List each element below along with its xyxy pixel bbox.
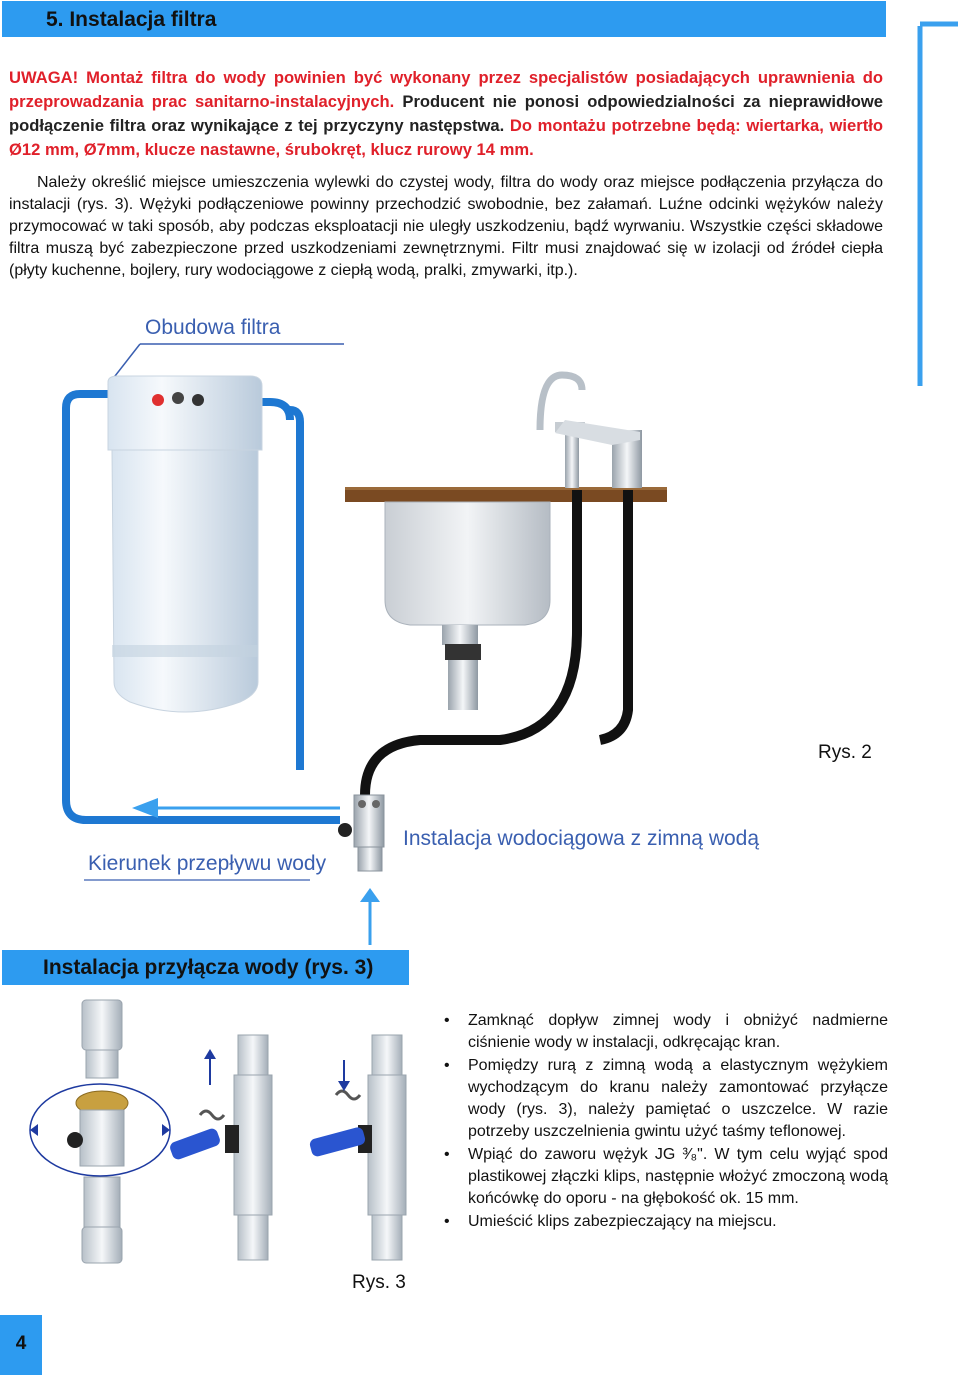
warning-black: Producent nie ponosi odpowiedzialności z… <box>9 92 883 135</box>
step-item: Wpiąć do zaworu wężyk JG ³⁄₈". W tym cel… <box>440 1144 888 1210</box>
subsection-header: Instalacja przyłącza wody (rys. 3) <box>2 950 409 985</box>
hose-jg-inserted-icon <box>309 1127 366 1157</box>
countertop <box>345 488 667 502</box>
figure-3-caption: Rys. 3 <box>352 1272 406 1293</box>
sink-bowl <box>384 501 551 710</box>
fitting-step-2 <box>170 1034 273 1261</box>
fitting-step-3 <box>309 1034 407 1261</box>
step-item: Zamknąć dopływ zimnej wody i obniżyć nad… <box>440 1010 888 1054</box>
supply-arrow-head <box>360 888 380 902</box>
inlet-port-icon <box>152 394 164 406</box>
subsection-title: Instalacja przyłącza wody (rys. 3) <box>43 956 374 979</box>
page-number: 4 <box>15 1333 27 1354</box>
faucet-icon <box>536 371 642 488</box>
fitting-step-1 <box>29 999 171 1264</box>
hose-faucet-black <box>360 490 582 796</box>
installation-diagram: Obudowa filtra <box>62 316 759 945</box>
hose-outlet <box>185 398 294 421</box>
page-number-tab: 4 <box>0 1315 42 1375</box>
outlet-port-icon <box>172 392 184 404</box>
section-title: 5. Instalacja filtra <box>46 8 217 31</box>
warning-red-2: Do montażu potrzebne będą: wiertarka, wi… <box>9 116 883 159</box>
label-flow: Kierunek przepływu wody <box>88 852 327 875</box>
hose-jg-icon <box>170 1128 220 1160</box>
hose-to-tap <box>289 406 304 770</box>
label-housing: Obudowa filtra <box>145 316 281 339</box>
hose-faucet-cold <box>598 490 633 745</box>
step-item: Pomiędzy rurą z zimną wodą a elastycznym… <box>440 1055 888 1143</box>
steps-list: Zamknąć dopływ zimnej wody i obniżyć nad… <box>440 1010 888 1234</box>
label-supply: Instalacja wodociągowa z zimną wodą <box>403 827 759 850</box>
filter-housing <box>107 375 263 713</box>
section-header: 5. Instalacja filtra <box>2 1 886 37</box>
instructions-paragraph: Należy określić miejsce umieszczenia wyl… <box>9 172 883 282</box>
page-border-line <box>917 21 958 386</box>
instructions-text: Należy określić miejsce umieszczenia wyl… <box>9 174 883 279</box>
connector-assembly-diagram <box>29 999 407 1264</box>
drain-port-icon <box>192 394 204 406</box>
warning-red-1: UWAGA! Montaż filtra do wody powinien by… <box>9 68 883 111</box>
step-item: Umieścić klips zabezpieczający na miejsc… <box>440 1211 888 1233</box>
warning-paragraph: UWAGA! Montaż filtra do wody powinien by… <box>9 66 883 162</box>
flow-arrow-head <box>132 798 158 818</box>
figure-2-caption: Rys. 2 <box>818 742 872 763</box>
water-connector-valve <box>338 794 385 872</box>
